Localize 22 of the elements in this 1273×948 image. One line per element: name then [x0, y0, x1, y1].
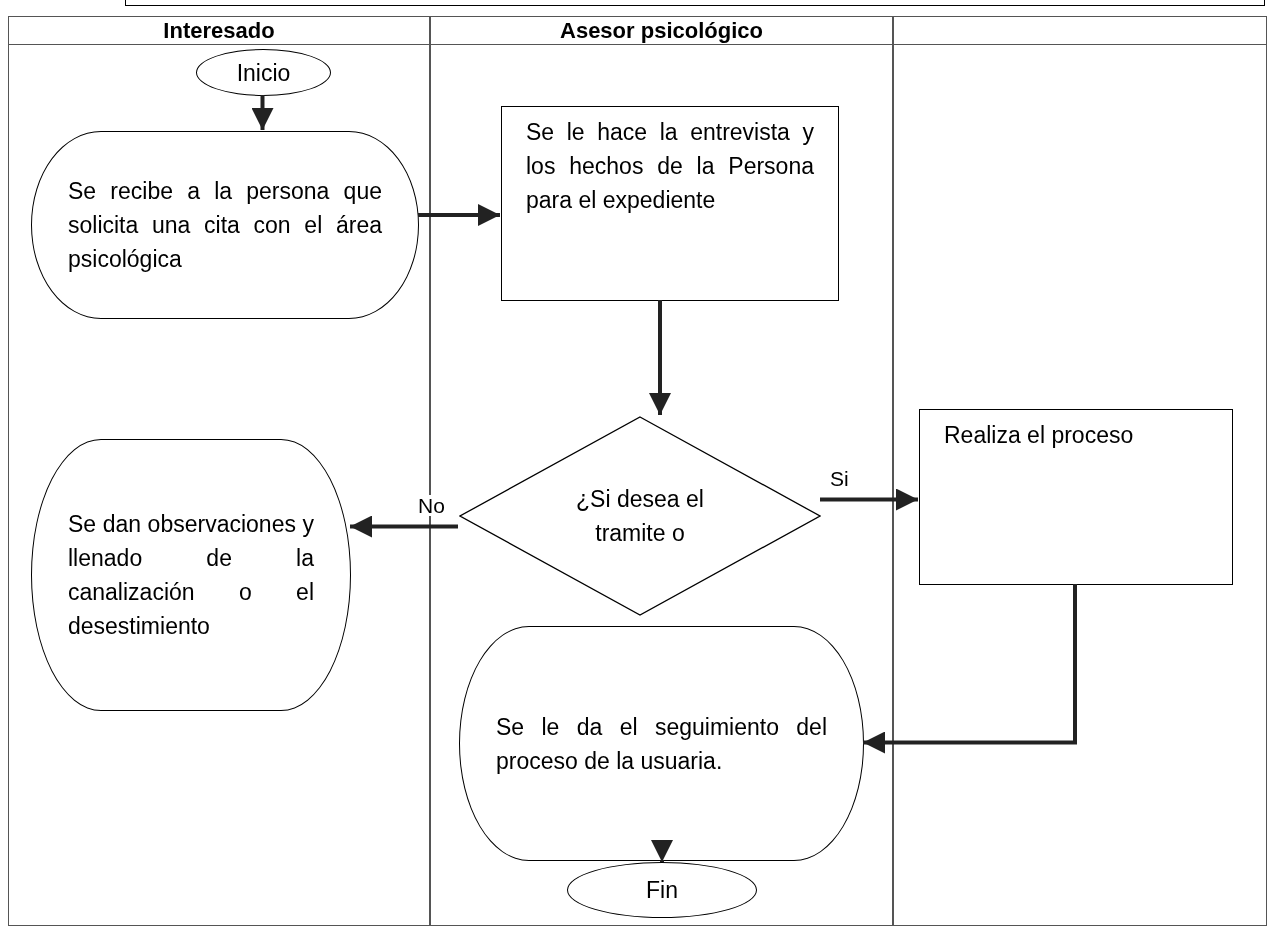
arrow [651, 840, 673, 862]
node-text: Se dan observaciones y llenado de la canalización o el desestimiento [68, 510, 314, 641]
node-text: Se recibe a la persona que solicita una cita con el área psicológica [68, 177, 382, 274]
node-text: ¿Si desea el tramite o [575, 485, 705, 548]
arrow [418, 204, 500, 226]
node-text: Se le da el seguimiento del proceso de la usuaria. [496, 712, 827, 776]
arrow [863, 584, 1077, 754]
node-text: Se le hace la entrevista y los hechos de la Persona para el expediente [526, 118, 814, 215]
arrow [649, 300, 671, 415]
arrow [251, 95, 274, 130]
node-text: Realiza el proceso [944, 421, 1135, 450]
arrow [350, 515, 458, 538]
decision-diamond [459, 416, 821, 616]
swimlane [893, 16, 1267, 926]
process-box [501, 106, 839, 301]
arrow [820, 488, 918, 511]
process-box [919, 409, 1233, 585]
lane-heading: Asesor psicológico [560, 19, 763, 42]
edge-label: No [418, 494, 445, 516]
lane-heading: Interesado [163, 19, 275, 42]
node-text: Inicio [236, 58, 291, 88]
node-text: Fin [646, 876, 678, 905]
